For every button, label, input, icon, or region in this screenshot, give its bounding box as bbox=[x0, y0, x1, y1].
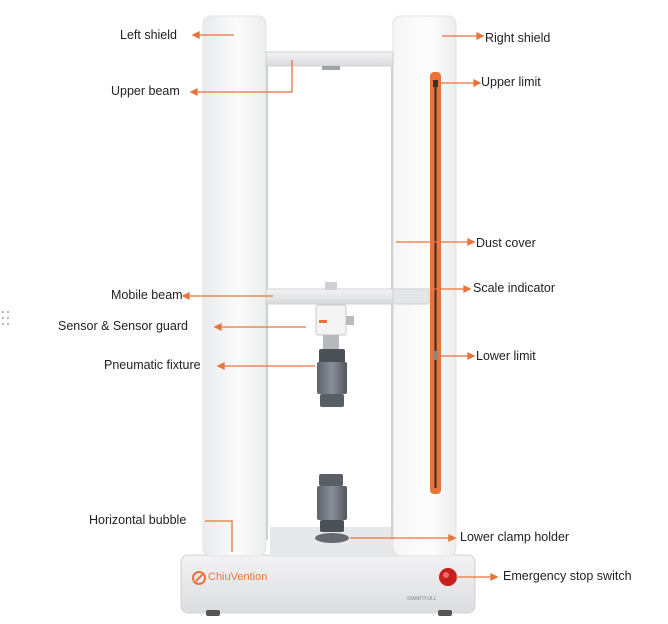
sensor-guard bbox=[315, 282, 354, 349]
label-dust-cover: Dust cover bbox=[476, 236, 536, 250]
lower-limit-stop bbox=[433, 351, 438, 360]
right-shield bbox=[392, 15, 457, 557]
label-horizontal-bubble: Horizontal bubble bbox=[89, 513, 187, 527]
brand-logo-icon bbox=[192, 571, 206, 585]
pneumatic-fixture-upper bbox=[317, 349, 347, 407]
machine-base bbox=[180, 527, 476, 616]
emergency-stop-icon bbox=[439, 568, 457, 586]
label-lower-clamp-holder: Lower clamp holder bbox=[460, 530, 570, 544]
left-shield bbox=[202, 15, 267, 557]
label-emergency-stop: Emergency stop switch bbox=[503, 569, 632, 583]
mobile-beam bbox=[265, 288, 394, 305]
label-upper-limit: Upper limit bbox=[481, 75, 541, 89]
pneumatic-fixture-lower bbox=[315, 474, 349, 543]
label-left-shield: Left shield bbox=[120, 28, 177, 42]
label-lower-limit: Lower limit bbox=[476, 349, 536, 363]
drag-handle-icon[interactable] bbox=[2, 311, 10, 327]
label-scale-indicator: Scale indicator bbox=[473, 281, 555, 295]
model-text: SMARTFULL bbox=[407, 596, 437, 602]
label-upper-beam: Upper beam bbox=[111, 84, 180, 98]
label-pneumatic-fixture: Pneumatic fixture bbox=[104, 358, 201, 372]
label-sensor-guard: Sensor & Sensor guard bbox=[58, 319, 188, 333]
label-right-shield: Right shield bbox=[485, 31, 551, 45]
upper-limit-stop bbox=[433, 80, 438, 87]
label-mobile-beam: Mobile beam bbox=[111, 288, 183, 302]
leader-lines bbox=[181, 30, 499, 582]
upper-beam bbox=[265, 51, 394, 67]
brand-name: ChiuVention bbox=[208, 571, 268, 583]
